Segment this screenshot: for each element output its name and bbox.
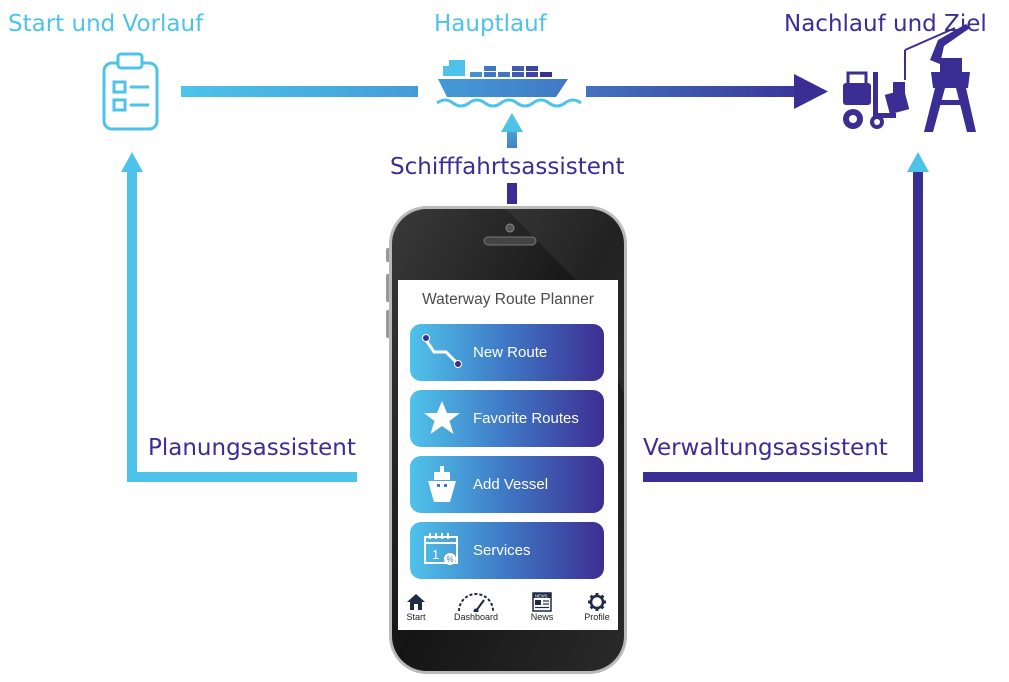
route-icon — [422, 334, 462, 368]
home-icon — [407, 594, 425, 610]
gear-icon — [588, 593, 606, 611]
newspaper-icon: NEWS — [532, 592, 552, 612]
app-screen: Waterway Route Planner New Route Favorit… — [398, 280, 618, 630]
arrow-head-end-up — [907, 152, 929, 172]
news-icon-text: NEWS — [535, 593, 548, 598]
connector-main-end — [586, 86, 796, 97]
label-shipping-assistant: Schifffahrtsassistent — [390, 154, 625, 180]
arrow-head-start — [121, 152, 143, 172]
star-icon — [424, 401, 460, 434]
svg-text:%: % — [447, 555, 454, 564]
favorite-routes-button[interactable]: Favorite Routes — [410, 390, 604, 447]
add-vessel-button[interactable]: Add Vessel — [410, 456, 604, 513]
connector-management — [643, 170, 923, 482]
services-button[interactable]: 1 % Services — [410, 522, 604, 579]
new-route-button[interactable]: New Route — [410, 324, 604, 381]
arrow-head-main — [501, 113, 523, 132]
nav-profile-label: Profile — [584, 612, 610, 622]
bottom-nav: Start Dashboard NEWS News — [398, 592, 618, 630]
nav-dashboard-label: Dashboard — [453, 612, 499, 622]
nav-start[interactable]: Start — [400, 592, 432, 630]
forklift-crane-icon — [843, 24, 976, 132]
clipboard-icon — [102, 52, 159, 131]
nav-dashboard[interactable]: Dashboard — [438, 592, 514, 630]
connector-start-main — [181, 86, 418, 97]
nav-news[interactable]: NEWS News — [524, 592, 560, 630]
app-title: Waterway Route Planner — [422, 291, 594, 308]
new-route-label: New Route — [473, 344, 548, 361]
services-label: Services — [473, 542, 531, 559]
gauge-icon — [458, 593, 494, 612]
add-vessel-label: Add Vessel — [473, 476, 549, 493]
label-start: Start und Vorlauf — [8, 11, 204, 37]
nav-profile[interactable]: Profile — [578, 592, 616, 630]
arrow-head-end — [794, 74, 828, 109]
svg-text:1: 1 — [432, 547, 439, 562]
calendar-icon: 1 % — [424, 533, 458, 565]
cargo-ship-icon — [436, 60, 582, 108]
favorite-routes-label: Favorite Routes — [473, 410, 579, 427]
label-management-assistant: Verwaltungsassistent — [643, 435, 888, 461]
speaker-grille — [483, 236, 537, 246]
nav-news-label: News — [530, 612, 554, 622]
label-planning-assistant: Planungsassistent — [148, 435, 356, 461]
nav-start-label: Start — [406, 612, 426, 622]
connector-planning — [127, 170, 357, 482]
ship-icon — [428, 466, 456, 502]
label-end: Nachlauf und Ziel — [784, 11, 987, 37]
camera-icon — [505, 223, 515, 233]
label-main: Hauptlauf — [434, 11, 547, 37]
